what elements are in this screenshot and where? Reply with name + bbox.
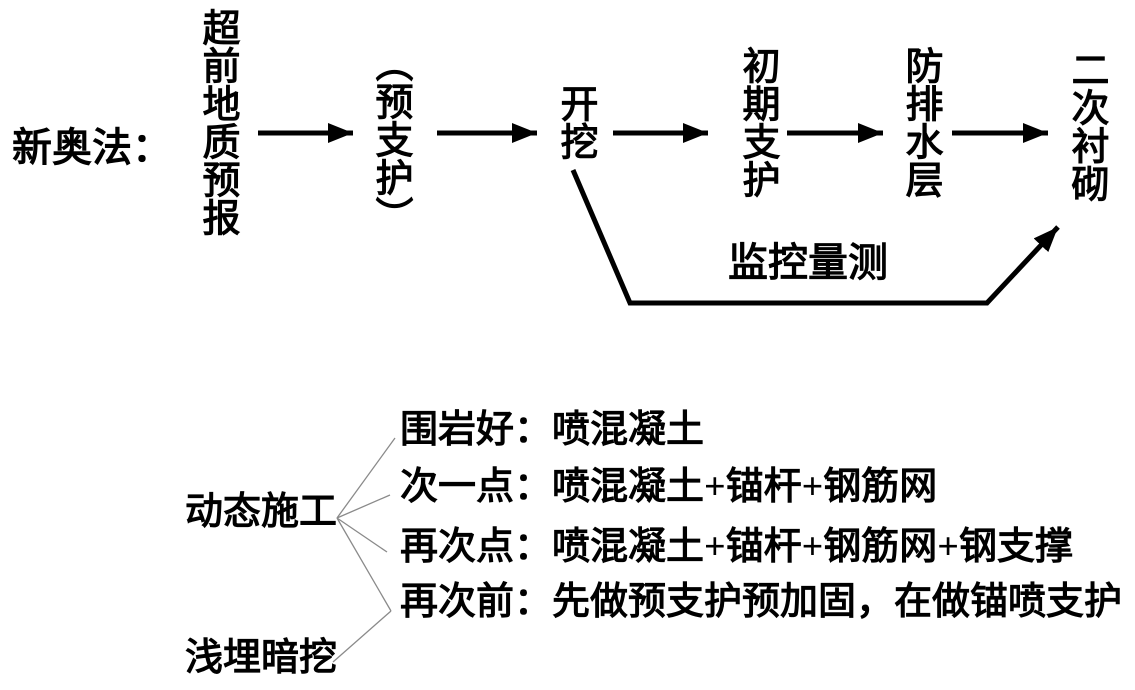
flow-node-secondary-lining: 二次衬砌 [1065,50,1107,202]
flow-node-initial-support: 初期支护 [736,46,778,198]
shallow-buried-excavation-label: 浅埋暗挖 [185,637,338,679]
flow-node-pre-support: （预支护） [369,44,411,234]
natm-title: 新奥法： [12,125,172,170]
fan-line-4 [336,517,392,612]
fan-line-3 [336,517,388,553]
flow-node-excavation: 开挖 [554,84,596,160]
flow-node-waterproof-drainage-layer: 防排水层 [899,46,941,198]
shallow-excavation-line [332,610,392,663]
branch-item-slightly-worse: 次一点：喷混凝土+锚杆+钢筋网 [400,466,938,508]
branch-item-good-rock: 围岩好：喷混凝土 [400,409,705,451]
monitoring-feedback-arrow [570,169,1060,306]
monitoring-measurement-label: 监控量测 [728,240,888,285]
dynamic-construction-label: 动态施工 [185,491,338,533]
fan-line-1 [336,437,396,519]
branch-item-worst-pre-support: 再次前：先做预支护预加固，在做锚喷支护 [400,581,1123,623]
flow-node-advance-geological-forecast: 超前地质预报 [196,8,238,236]
fan-line-2 [336,494,391,519]
branch-item-worse: 再次点：喷混凝土+锚杆+钢筋网+钢支撑 [400,526,1073,568]
